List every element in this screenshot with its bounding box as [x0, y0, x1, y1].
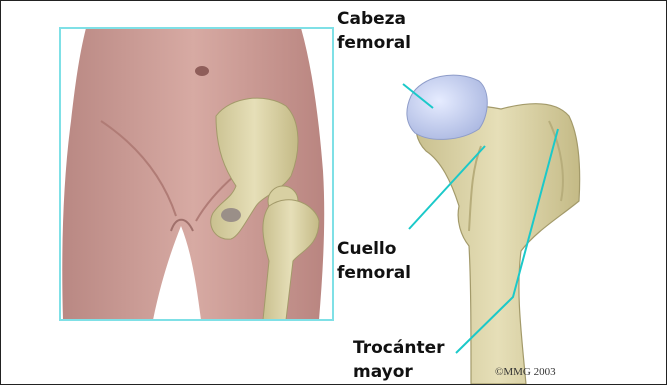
femoral-head-cartilage — [407, 75, 487, 139]
body-panel — [60, 28, 333, 320]
obturator-foramen — [221, 208, 241, 222]
greater-trochanter-label-line2: mayor — [353, 360, 444, 384]
femoral-head-label: Cabeza femoral — [337, 7, 411, 55]
femoral-neck-label-line1: Cuello — [337, 237, 411, 261]
femoral-neck-label-line2: femoral — [337, 261, 411, 285]
navel — [195, 66, 209, 76]
greater-trochanter-label-line1: Trocánter — [353, 336, 444, 360]
greater-trochanter-label: Trocánter mayor — [353, 336, 444, 384]
copyright-notice: ©MMG 2003 — [495, 366, 556, 378]
femoral-neck-label: Cuello femoral — [337, 237, 411, 285]
femoral-head-label-line1: Cabeza — [337, 7, 411, 31]
femoral-head-label-line2: femoral — [337, 31, 411, 55]
